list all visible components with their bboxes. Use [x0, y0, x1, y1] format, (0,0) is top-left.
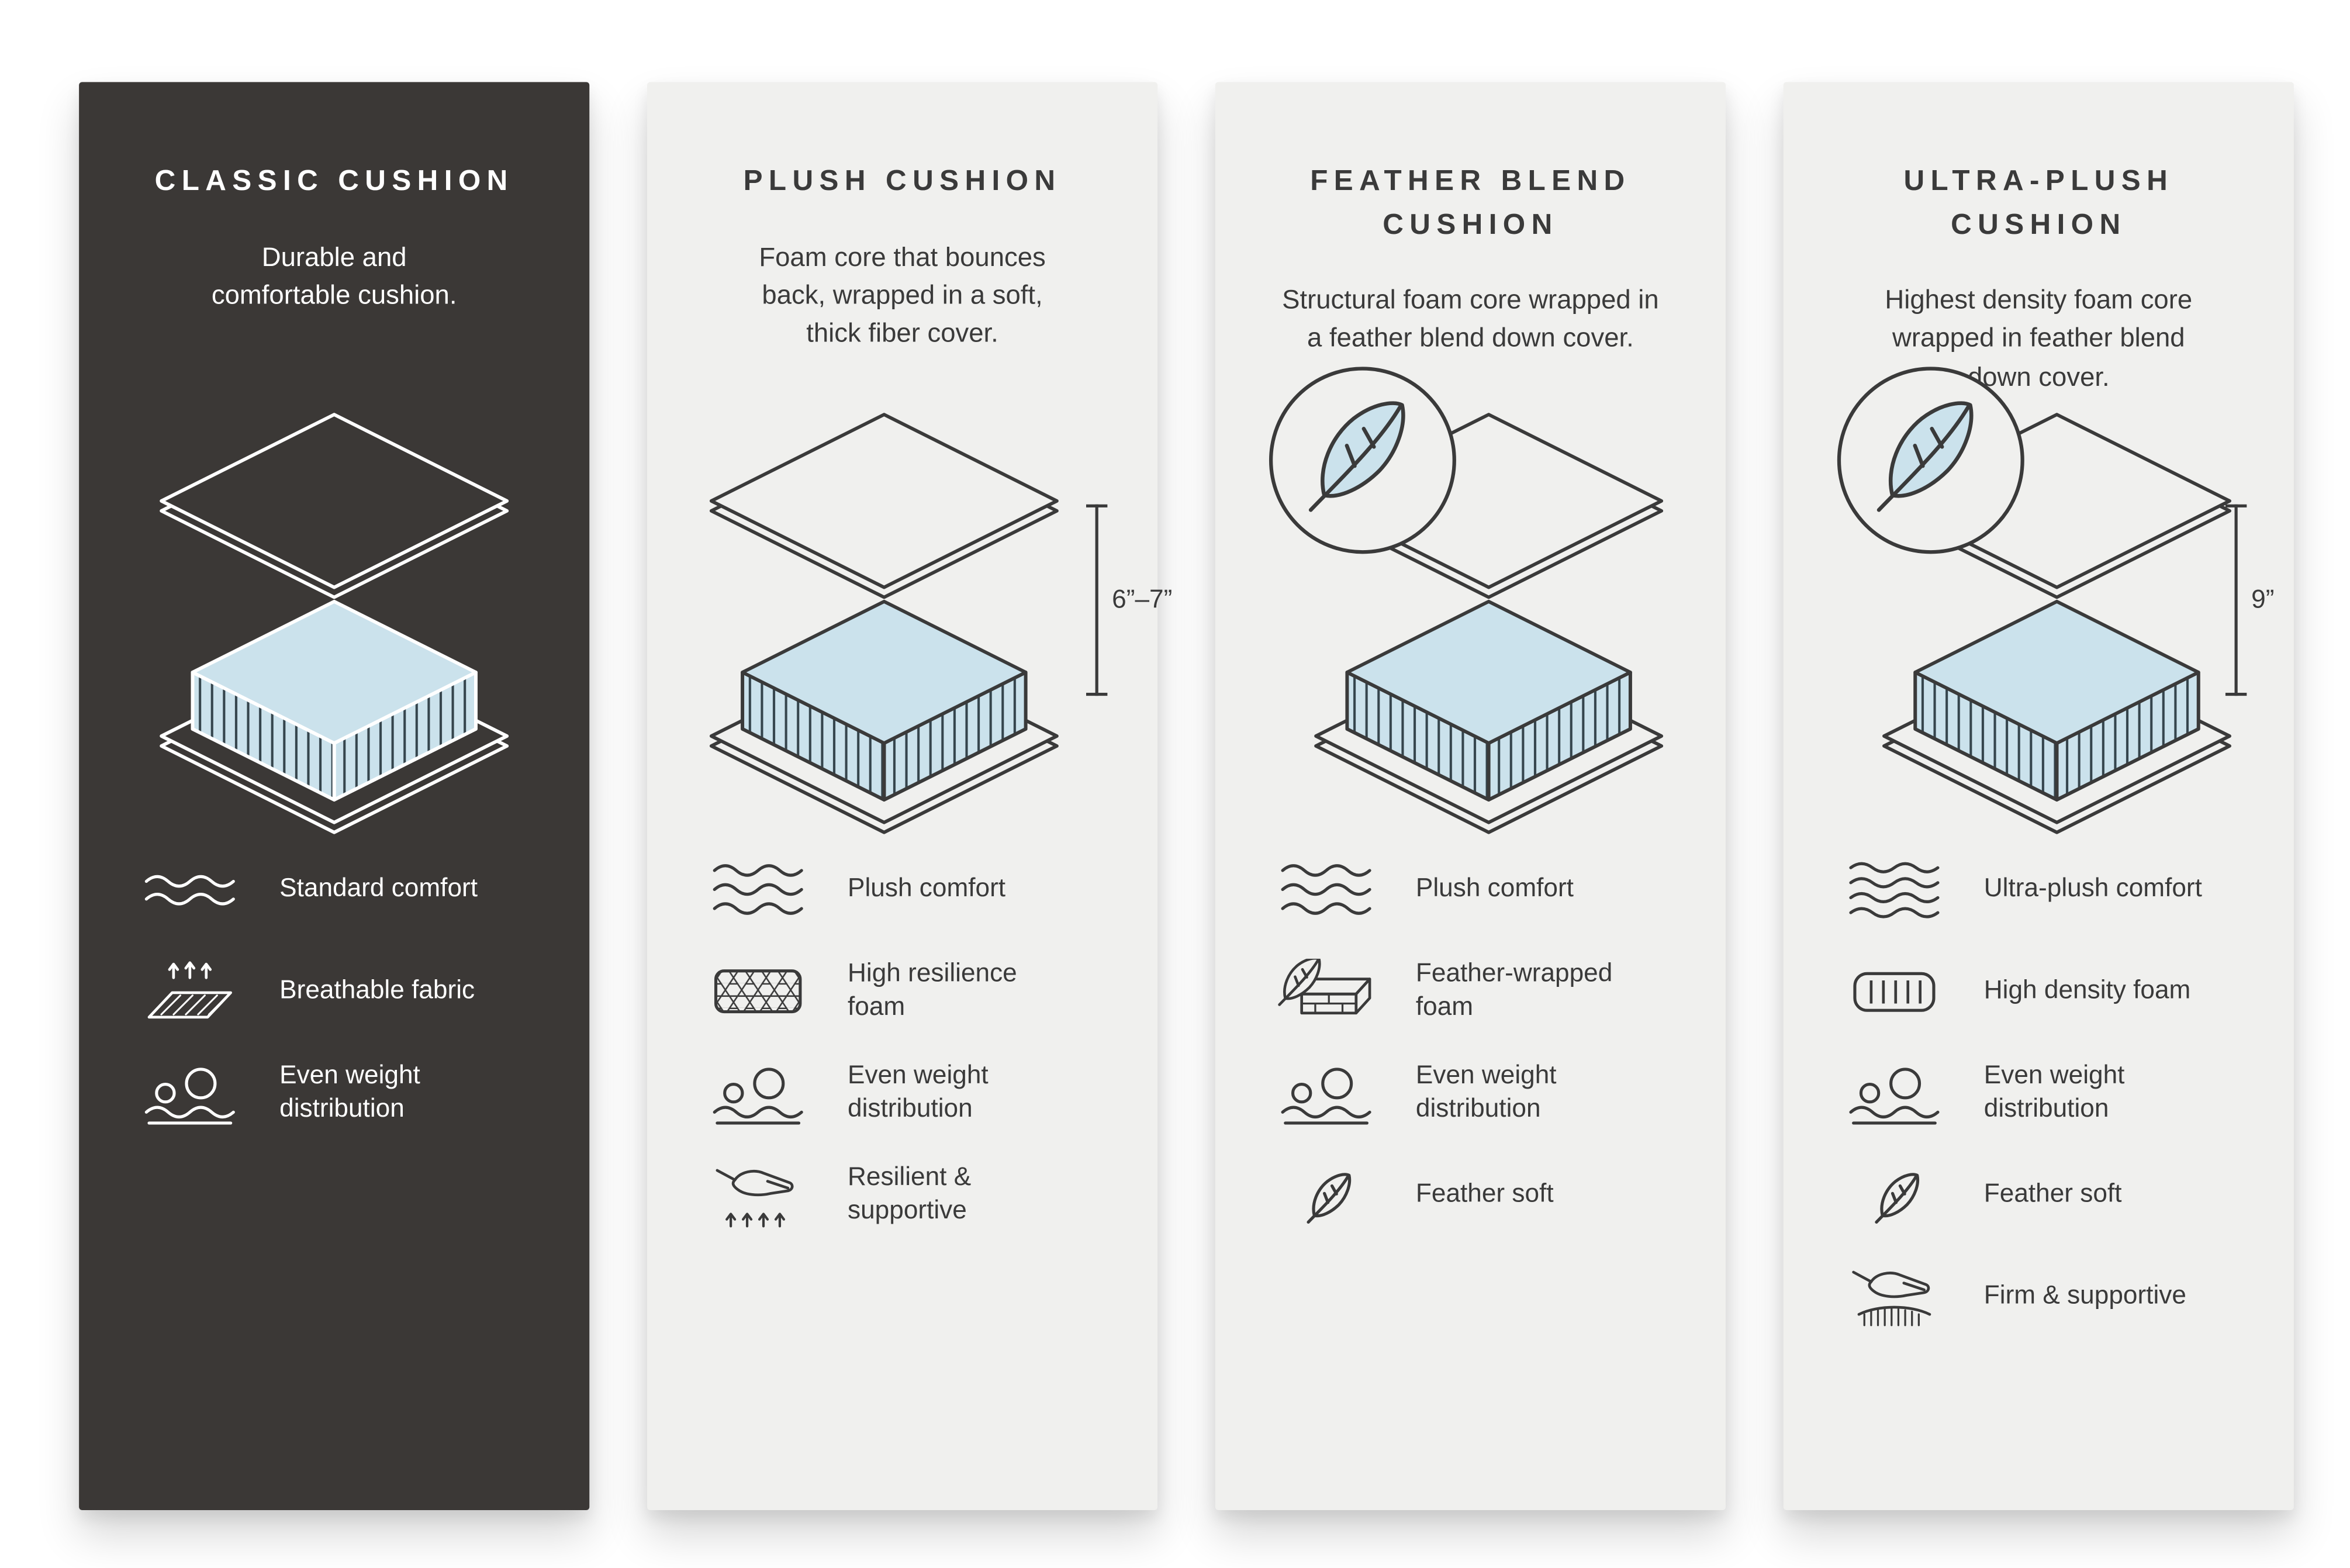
feature-label: Even weight distribution — [1983, 1060, 2125, 1123]
waves-icon — [1276, 856, 1377, 921]
diagram-area — [79, 383, 589, 851]
height-dimension-indicator: 9” — [2225, 504, 2274, 696]
feather-badge — [1264, 361, 1461, 559]
feature-row: Standard comfort — [140, 854, 577, 924]
feature-label: Breathable fabric — [279, 975, 475, 1004]
feature-list: Plush comfort High resilience foam Even … — [647, 851, 1157, 1229]
feature-label: Feather soft — [1415, 1179, 1554, 1208]
panel-title: FEATHER BLEND CUSHION — [1310, 165, 1631, 241]
diagram-area: 9” — [1784, 383, 2294, 851]
feature-label: Even weight distribution — [1415, 1060, 1557, 1123]
feature-row: Feather-wrapped foam — [1276, 956, 1713, 1026]
feature-label: Even weight distribution — [848, 1060, 989, 1123]
feature-row: Even weight distribution — [1276, 1058, 1713, 1128]
feature-label: Standard comfort — [279, 873, 478, 903]
panel-header: CLASSIC CUSHION Durable and comfortable … — [79, 82, 589, 383]
height-dimension-label: 9” — [2251, 585, 2275, 614]
feature-label: Plush comfort — [1415, 873, 1574, 903]
feature-label: High resilience foam — [848, 958, 1017, 1021]
feature-row: Feather soft — [1276, 1159, 1713, 1229]
panel-row: CLASSIC CUSHION Durable and comfortable … — [79, 82, 2294, 1511]
waves-icon — [708, 856, 808, 921]
even-weight-icon — [708, 1060, 808, 1125]
feature-row: Even weight distribution — [140, 1058, 577, 1128]
feature-label: Feather soft — [1983, 1179, 2122, 1208]
breathable-fabric-icon — [140, 958, 240, 1023]
panel-description: Structural foam core wrapped in a feathe… — [1282, 284, 1659, 353]
feature-row: Ultra-plush comfort — [1844, 854, 2282, 924]
feature-label: Plush comfort — [848, 873, 1006, 903]
feature-label: Firm & supportive — [1983, 1280, 2186, 1310]
even-weight-icon — [140, 1060, 240, 1125]
panel-header: ULTRA-PLUSH CUSHION Highest density foam… — [1784, 82, 2294, 392]
panel-ultra-plush-cushion: ULTRA-PLUSH CUSHION Highest density foam… — [1783, 82, 2294, 1511]
even-weight-icon — [1844, 1060, 1945, 1125]
feature-row: Resilient & supportive — [708, 1159, 1145, 1229]
panel-description: Durable and comfortable cushion. — [211, 240, 457, 310]
panel-header: PLUSH CUSHION Foam core that bounces bac… — [647, 82, 1157, 383]
waves-icon — [1844, 856, 1945, 921]
waves-icon — [140, 856, 240, 921]
panel-title: PLUSH CUSHION — [743, 165, 1062, 198]
feather-icon — [1276, 1162, 1377, 1227]
panel-description: Foam core that bounces back, wrapped in … — [759, 240, 1046, 348]
feature-row: Feather soft — [1844, 1159, 2282, 1229]
feature-row: High density foam — [1844, 956, 2282, 1026]
feature-row: Breathable fabric — [140, 956, 577, 1026]
feature-list: Ultra-plush comfort High density foam Ev… — [1784, 851, 2294, 1331]
feature-row: Firm & supportive — [1844, 1261, 2282, 1331]
feather-wrapped-foam-icon — [1276, 958, 1377, 1023]
resilience-foam-icon — [708, 958, 808, 1023]
feature-label: Feather-wrapped foam — [1415, 958, 1613, 1021]
feature-row: Even weight distribution — [708, 1058, 1145, 1128]
cushion-layers-illustration — [122, 412, 547, 851]
feature-label: High density foam — [1983, 975, 2191, 1004]
panel-title: CLASSIC CUSHION — [154, 165, 514, 198]
panel-classic-cushion: CLASSIC CUSHION Durable and comfortable … — [79, 82, 590, 1511]
panel-description: Highest density foam core wrapped in fea… — [1885, 284, 2193, 392]
feature-row: Even weight distribution — [1844, 1058, 2282, 1128]
diagram-area: 6”–7” — [647, 383, 1172, 851]
height-dimension-indicator: 6”–7” — [1086, 504, 1172, 696]
resilient-supportive-icon — [708, 1162, 808, 1227]
height-dimension-label: 6”–7” — [1112, 585, 1173, 614]
panel-plush-cushion: PLUSH CUSHION Foam core that bounces bac… — [647, 82, 1172, 1511]
high-density-foam-icon — [1844, 958, 1945, 1023]
even-weight-icon — [1276, 1060, 1377, 1125]
feature-row: High resilience foam — [708, 956, 1145, 1026]
feature-label: Resilient & supportive — [848, 1162, 972, 1225]
feature-label: Even weight distribution — [279, 1060, 420, 1123]
panel-header: FEATHER BLEND CUSHION Structural foam co… — [1215, 82, 1726, 383]
feather-badge — [1832, 361, 2030, 559]
firm-supportive-icon — [1844, 1263, 1945, 1329]
feather-icon — [1844, 1162, 1945, 1227]
cushion-layers-illustration — [672, 412, 1097, 851]
panel-feather-blend-cushion: FEATHER BLEND CUSHION Structural foam co… — [1215, 82, 1726, 1511]
diagram-area — [1215, 383, 1726, 851]
feature-label: Ultra-plush comfort — [1983, 873, 2202, 903]
feature-row: Plush comfort — [708, 854, 1145, 924]
panel-title: ULTRA-PLUSH CUSHION — [1903, 165, 2174, 241]
feature-list: Standard comfort Breathable fabric Even … — [79, 851, 589, 1127]
feature-list: Plush comfort Feather-wrapped foam Even … — [1215, 851, 1726, 1229]
feature-row: Plush comfort — [1276, 854, 1713, 924]
